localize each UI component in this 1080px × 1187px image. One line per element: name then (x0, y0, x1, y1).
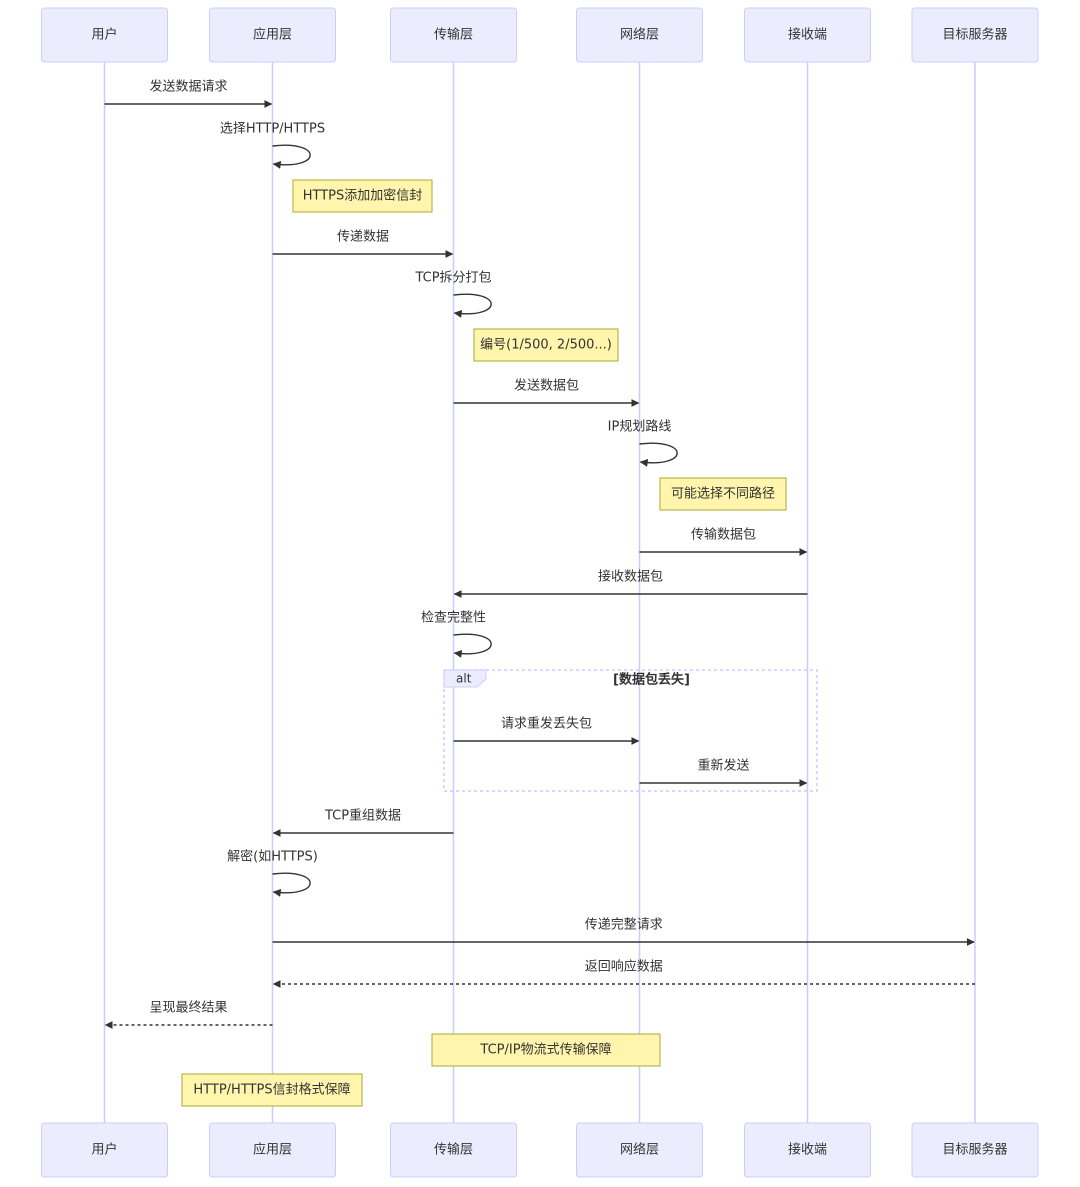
actor-transport-top: 传输层 (390, 7, 517, 63)
alt-label: alt (456, 672, 472, 686)
message-label: TCP重组数据 (324, 808, 401, 824)
actor-label: 应用层 (253, 27, 292, 43)
self-message-label: 解密(如HTTPS) (227, 849, 318, 865)
message-label: 重新发送 (697, 758, 749, 774)
actor-user-bottom: 用户 (41, 1122, 168, 1178)
actor-user-top: 用户 (41, 7, 168, 63)
alt-tab (443, 669, 487, 688)
message: 重新发送 (639, 758, 808, 787)
message: 传递完整请求 (272, 918, 975, 946)
note: HTTP/HTTPS信封格式保障 (181, 1073, 363, 1107)
message-label: 发送数据请求 (149, 79, 227, 95)
actor-box (390, 7, 517, 63)
note: 编号(1/500, 2/500...) (473, 328, 619, 362)
actor-box (209, 7, 336, 63)
actor-box (744, 1122, 871, 1178)
actor-label: 网络层 (620, 1142, 659, 1158)
message-label: 请求重发丢失包 (501, 716, 592, 732)
actor-server-top: 目标服务器 (911, 7, 1039, 63)
self-message-arrow (272, 872, 311, 897)
actor-box (576, 1122, 703, 1178)
note-box (181, 1073, 363, 1107)
actor-app-top: 应用层 (209, 7, 336, 63)
self-message: 解密(如HTTPS) (227, 849, 318, 897)
self-message: TCP拆分打包 (414, 271, 492, 318)
actor-label: 网络层 (620, 27, 659, 43)
message-label: 传输数据包 (691, 527, 756, 543)
actor-box (911, 7, 1039, 63)
message-label: 发送数据包 (514, 378, 579, 394)
actor-box (41, 1122, 168, 1178)
message-label: 传递数据 (337, 230, 389, 245)
self-message: IP规划路线 (608, 419, 678, 467)
actor-label: 应用层 (253, 1142, 292, 1158)
note-text: 编号(1/500, 2/500...) (480, 338, 612, 353)
note-box (659, 477, 787, 511)
actor-box (744, 7, 871, 63)
message: 发送数据包 (453, 378, 640, 407)
note: TCP/IP物流式传输保障 (431, 1033, 661, 1067)
note-text: TCP/IP物流式传输保障 (479, 1042, 611, 1058)
actor-label: 用户 (91, 1142, 117, 1158)
note-box (292, 179, 433, 213)
actor-box (41, 7, 168, 63)
actor-network-bottom: 网络层 (576, 1122, 703, 1178)
actor-box (209, 1122, 336, 1178)
note-box (431, 1033, 661, 1067)
self-message-arrow (272, 144, 311, 169)
self-message: 选择HTTP/HTTPS (220, 122, 325, 169)
actor-label: 目标服务器 (942, 1142, 1007, 1158)
actor-box (911, 1122, 1039, 1178)
message: 传递数据 (272, 230, 454, 258)
actor-receiver-top: 接收端 (744, 7, 871, 63)
actor-server-bottom: 目标服务器 (911, 1122, 1039, 1178)
alt-condition: [数据包丢失] (613, 672, 690, 688)
message-label: 返回响应数据 (585, 959, 663, 975)
message: 发送数据请求 (104, 79, 273, 108)
message-label: 接收数据包 (598, 569, 663, 585)
actor-label: 传输层 (434, 27, 473, 43)
message: 传输数据包 (639, 527, 808, 556)
actor-label: 接收端 (788, 27, 827, 43)
message: TCP重组数据 (272, 808, 454, 837)
self-message-label: TCP拆分打包 (414, 271, 491, 286)
actor-receiver-bottom: 接收端 (744, 1122, 871, 1178)
actor-network-top: 网络层 (576, 7, 703, 63)
self-message: 检查完整性 (421, 611, 492, 658)
note: HTTPS添加加密信封 (292, 179, 433, 213)
self-message-arrow (639, 442, 678, 467)
actor-label: 接收端 (788, 1142, 827, 1158)
note-box (473, 328, 619, 362)
self-message-label: 选择HTTP/HTTPS (220, 122, 325, 137)
message: 请求重发丢失包 (453, 716, 640, 745)
self-message-label: 检查完整性 (421, 611, 486, 626)
message: 返回响应数据 (272, 959, 975, 988)
message: 接收数据包 (453, 569, 808, 598)
note: 可能选择不同路径 (659, 477, 787, 511)
alt-block: alt [数据包丢失] (443, 669, 818, 792)
actor-transport-bottom: 传输层 (390, 1122, 517, 1178)
alt-frame (443, 669, 818, 792)
message-label: 传递完整请求 (585, 918, 663, 933)
actor-box (390, 1122, 517, 1178)
message-label: 呈现最终结果 (149, 1000, 227, 1016)
actor-label: 传输层 (434, 1142, 473, 1158)
message: 呈现最终结果 (104, 1000, 273, 1029)
self-message-arrow (453, 293, 492, 318)
actor-box (576, 7, 703, 63)
actor-label: 用户 (91, 27, 117, 43)
actor-label: 目标服务器 (942, 27, 1007, 43)
note-text: HTTPS添加加密信封 (303, 188, 423, 204)
note-text: 可能选择不同路径 (671, 486, 775, 502)
self-message-arrow (453, 633, 492, 658)
self-message-label: IP规划路线 (608, 419, 672, 435)
actor-app-bottom: 应用层 (209, 1122, 336, 1178)
note-text: HTTP/HTTPS信封格式保障 (193, 1082, 350, 1098)
